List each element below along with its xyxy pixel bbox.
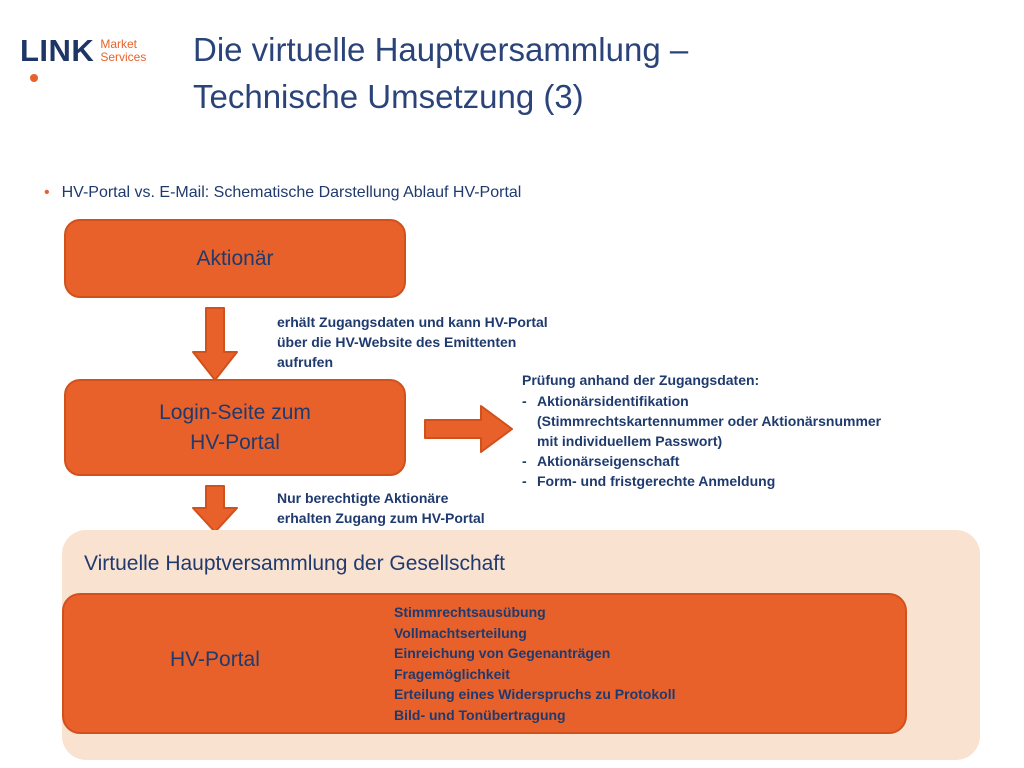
intro-bullet-text: HV-Portal vs. E-Mail: Schematische Darst…: [61, 184, 522, 201]
flow-arrow-down-2-icon: [191, 485, 239, 535]
aktionaer-box-label: Aktionär: [196, 246, 274, 270]
hv-portal-feature: Einreichung von Gegenanträgen: [394, 645, 611, 661]
logo-subtitle: Market Services: [100, 38, 146, 64]
slide-title-line1: Die virtuelle Hauptversammlung –: [193, 31, 689, 68]
pruefung-heading: Prüfung anhand der Zugangsdaten:: [522, 372, 760, 388]
login-box-label: Login-Seite zum HV-Portal: [159, 400, 311, 454]
hv-portal-feature: Vollmachtserteilung: [394, 624, 527, 641]
pruefung-item: (Stimmrechtskartennummer oder Aktionärsn…: [522, 411, 974, 451]
logo-subtitle-line2: Services: [100, 50, 147, 64]
slide-title-line2: Technische Umsetzung (3): [193, 78, 584, 115]
logo-dot-icon: [30, 74, 38, 82]
pruefung-item-text: (Stimmrechtskartennummer oder Aktionärsn…: [537, 413, 882, 449]
logo-subtitle-line1: Market: [100, 37, 138, 51]
gesellschaft-container: Virtuelle Hauptversammlung der Gesellsch…: [62, 530, 980, 760]
pruefung-item-text: Aktionärseigenschaft: [537, 453, 680, 469]
pruefung-item-text: Form- und fristgerechte Anmeldung: [537, 473, 776, 489]
hv-portal-feature: Bild- und Tonübertragung: [394, 706, 566, 723]
link-market-services-logo: LINK Market Services: [20, 33, 146, 82]
flow-arrow-right-icon: [424, 403, 514, 455]
arrow2-note: Nur berechtigte Aktionäre erhalten Zugan…: [277, 490, 485, 526]
hv-portal-feature: Erteilung eines Widerspruchs zu Protokol…: [394, 686, 676, 702]
pruefung-item-dash: [522, 411, 537, 451]
hv-portal-feature: Stimmrechtsausübung: [394, 604, 546, 620]
hv-portal-feature-list: Stimmrechtsausübung Vollmachtserteilung …: [394, 602, 675, 725]
slide-title: Die virtuelle Hauptversammlung – Technis…: [193, 26, 688, 120]
pruefung-item-text: Aktionärsidentifikation: [537, 393, 689, 409]
hv-portal-box: HV-Portal Stimmrechtsausübung Vollmachts…: [62, 593, 907, 734]
pruefung-item-dash: -: [522, 393, 527, 409]
pruefung-item: - Aktionärsidentifikation: [522, 391, 974, 411]
login-box: Login-Seite zum HV-Portal: [64, 379, 406, 476]
pruefung-item: - Form- und fristgerechte Anmeldung: [522, 471, 974, 491]
intro-bullet: • HV-Portal vs. E-Mail: Schematische Dar…: [44, 183, 521, 203]
bullet-marker-icon: •: [44, 184, 50, 201]
pruefung-block: Prüfung anhand der Zugangsdaten: - Aktio…: [522, 370, 974, 491]
hv-portal-feature: Fragemöglichkeit: [394, 665, 510, 682]
flow-arrow-down-1-icon: [191, 307, 239, 383]
arrow1-note: erhält Zugangsdaten und kann HV-Portal ü…: [277, 314, 548, 370]
logo-wordmark: LINK: [20, 33, 95, 68]
pruefung-item-dash: -: [522, 473, 527, 489]
aktionaer-box: Aktionär: [64, 219, 406, 298]
pruefung-item-dash: -: [522, 453, 527, 469]
pruefung-item: - Aktionärseigenschaft: [522, 451, 974, 471]
hv-portal-box-label: HV-Portal: [170, 648, 260, 671]
gesellschaft-title: Virtuelle Hauptversammlung der Gesellsch…: [84, 552, 505, 575]
